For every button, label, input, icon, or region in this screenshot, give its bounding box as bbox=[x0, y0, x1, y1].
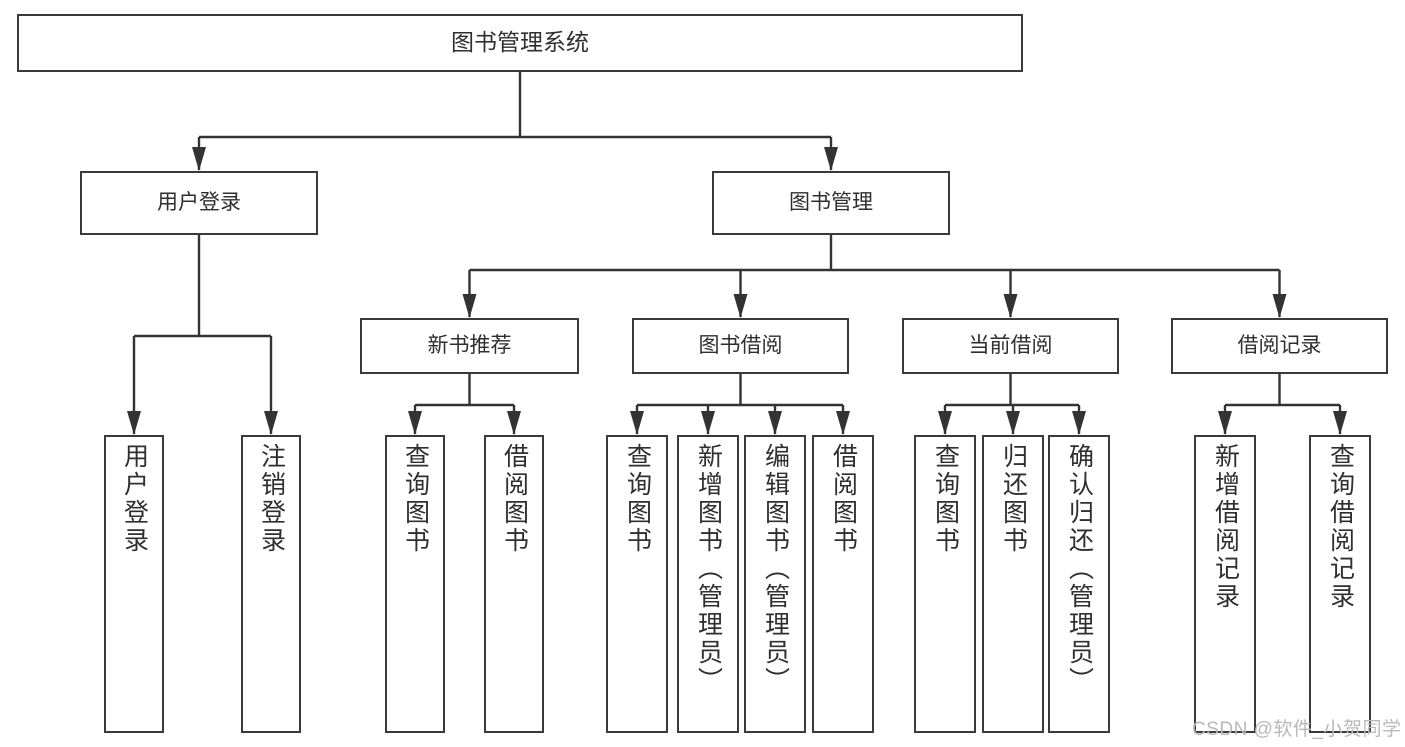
conn-book-borrow bbox=[630, 374, 850, 435]
node-label: 查询图书 bbox=[931, 443, 960, 555]
conn-book-borrow-arrow-3 bbox=[836, 411, 850, 435]
node-label: 注销登录 bbox=[257, 443, 286, 555]
conn-user-login-arrow-0 bbox=[127, 411, 141, 435]
node-label: 归还图书 bbox=[999, 443, 1028, 555]
conn-new-book-rec-arrow-1 bbox=[507, 411, 521, 435]
node-label: 确认归还（管理员） bbox=[1065, 443, 1094, 695]
conn-borrow-record bbox=[1218, 374, 1347, 435]
conn-current-borrow bbox=[938, 374, 1086, 435]
node-leaf-borrow-book-1[interactable]: 借阅图书 bbox=[484, 435, 544, 733]
conn-book-manage-arrow-1 bbox=[733, 294, 748, 318]
conn-book-manage-arrow-2 bbox=[1003, 294, 1018, 318]
node-leaf-add-book[interactable]: 新增图书（管理员） bbox=[677, 435, 739, 733]
node-leaf-query-book-2[interactable]: 查询图书 bbox=[606, 435, 668, 733]
node-label: 借阅图书 bbox=[829, 443, 858, 555]
conn-book-manage-arrow-0 bbox=[462, 294, 477, 318]
conn-root-arrow-1 bbox=[824, 147, 838, 171]
node-label: 新增借阅记录 bbox=[1211, 443, 1240, 611]
node-book-borrow[interactable]: 图书借阅 bbox=[632, 318, 849, 374]
node-leaf-borrow-book-2[interactable]: 借阅图书 bbox=[812, 435, 874, 733]
conn-borrow-record-arrow-0 bbox=[1218, 411, 1232, 435]
node-root[interactable]: 图书管理系统 bbox=[17, 14, 1023, 72]
node-label: 图书管理 bbox=[789, 190, 873, 214]
node-label: 用户登录 bbox=[157, 190, 241, 214]
conn-current-borrow-arrow-2 bbox=[1072, 411, 1086, 435]
conn-root bbox=[192, 72, 838, 171]
node-label: 图书管理系统 bbox=[451, 29, 589, 56]
conn-root-arrow-0 bbox=[192, 147, 206, 171]
node-leaf-logout[interactable]: 注销登录 bbox=[241, 435, 301, 733]
conn-new-book-rec bbox=[408, 374, 521, 435]
node-label: 查询借阅记录 bbox=[1326, 443, 1355, 611]
node-label: 当前借阅 bbox=[968, 333, 1053, 357]
watermark-label: CSDN @软件_小贺同学 bbox=[1192, 719, 1402, 740]
node-new-book-rec[interactable]: 新书推荐 bbox=[360, 318, 579, 374]
node-label: 借阅记录 bbox=[1237, 333, 1322, 357]
conn-borrow-record-arrow-1 bbox=[1333, 411, 1347, 435]
node-label: 图书借阅 bbox=[698, 333, 783, 357]
node-leaf-query-book-3[interactable]: 查询图书 bbox=[914, 435, 976, 733]
node-label: 查询图书 bbox=[623, 443, 652, 555]
conn-book-borrow-arrow-1 bbox=[701, 411, 715, 435]
node-current-borrow[interactable]: 当前借阅 bbox=[902, 318, 1119, 374]
node-leaf-user-login[interactable]: 用户登录 bbox=[104, 435, 164, 733]
node-book-manage[interactable]: 图书管理 bbox=[712, 171, 950, 235]
conn-book-manage-arrow-3 bbox=[1272, 294, 1287, 318]
node-leaf-confirm-return[interactable]: 确认归还（管理员） bbox=[1048, 435, 1110, 733]
node-leaf-edit-book[interactable]: 编辑图书（管理员） bbox=[744, 435, 806, 733]
node-label: 借阅图书 bbox=[500, 443, 529, 555]
conn-current-borrow-arrow-1 bbox=[1006, 411, 1020, 435]
conn-new-book-rec-arrow-0 bbox=[408, 411, 422, 435]
node-label: 查询图书 bbox=[401, 443, 430, 555]
node-user-login[interactable]: 用户登录 bbox=[80, 171, 318, 235]
conn-user-login-arrow-1 bbox=[264, 411, 278, 435]
conn-book-manage bbox=[462, 235, 1287, 318]
conn-book-borrow-arrow-0 bbox=[630, 411, 644, 435]
node-label: 新增图书（管理员） bbox=[694, 443, 723, 695]
node-label: 新书推荐 bbox=[427, 333, 512, 357]
conn-book-borrow-arrow-2 bbox=[768, 411, 782, 435]
conn-current-borrow-arrow-0 bbox=[938, 411, 952, 435]
node-leaf-query-book-1[interactable]: 查询图书 bbox=[385, 435, 445, 733]
node-label: 编辑图书（管理员） bbox=[761, 443, 790, 695]
node-leaf-return-book[interactable]: 归还图书 bbox=[982, 435, 1044, 733]
node-label: 用户登录 bbox=[120, 443, 149, 555]
conn-user-login bbox=[127, 235, 278, 435]
node-leaf-query-record[interactable]: 查询借阅记录 bbox=[1309, 435, 1371, 733]
node-leaf-add-record[interactable]: 新增借阅记录 bbox=[1194, 435, 1256, 733]
node-borrow-record[interactable]: 借阅记录 bbox=[1171, 318, 1388, 374]
